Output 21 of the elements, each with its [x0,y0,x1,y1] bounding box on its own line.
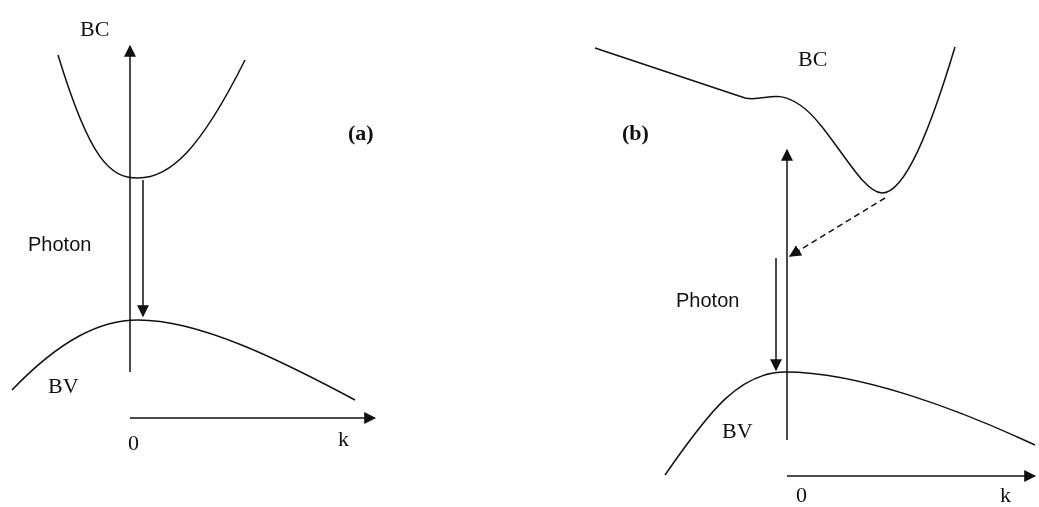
band-label: BC [798,48,828,70]
photon-label: Photon [676,290,740,310]
dashed-transition-arrow [789,197,886,257]
panel-label: (b) [622,122,649,144]
conduction-band-curve [594,46,956,194]
axis-label: k [338,428,349,450]
transition-arrow [137,179,149,318]
band-label: BV [722,420,753,442]
band-label: BC [80,18,110,40]
conduction-band-curve [57,54,246,179]
photon-label: Photon [28,234,92,254]
valence-band-curve [11,319,356,401]
axis-label: 0 [128,432,139,454]
transition-arrow [781,148,793,441]
axis-label: k [1000,484,1011,506]
axis-label: 0 [796,484,807,506]
band-label: BV [48,375,79,397]
transition-arrow [124,44,136,373]
transition-arrow [770,257,782,372]
valence-band-curve [664,371,1036,476]
panel-label: (a) [348,122,374,144]
